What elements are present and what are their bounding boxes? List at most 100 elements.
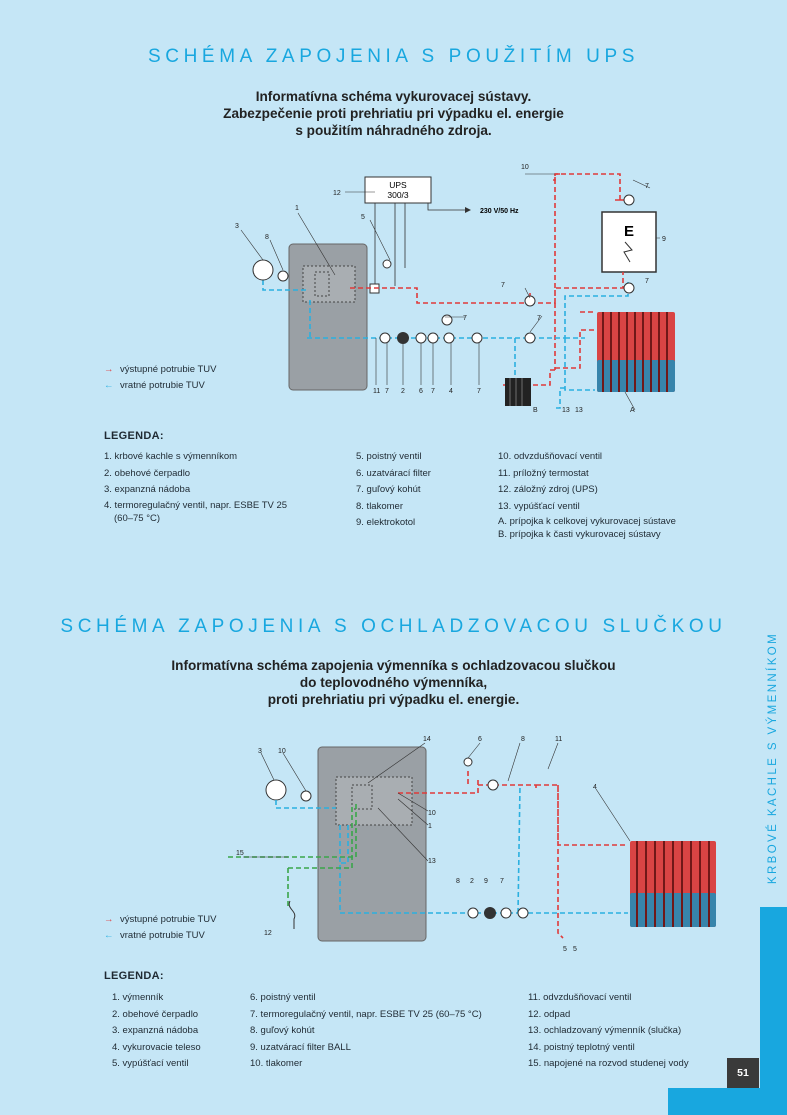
diagram-number: 3 [235,223,239,230]
diagram-number: 4 [449,388,453,395]
legend-item: 9. uzatvárací filter BALL [250,1041,351,1053]
legend-item: 6. uzatvárací filter [356,467,431,479]
svg-text:4: 4 [593,784,597,791]
svg-text:7: 7 [500,878,504,885]
section2-subtitle: Informatívna schéma zapojenia výmenníka … [0,657,787,708]
diagram-number: 1 [295,205,299,212]
pressure-gauge [277,270,289,282]
page-number: 51 [727,1058,759,1088]
diagram-number: 13 [575,407,583,414]
ball-valve [487,779,499,791]
legend-item: (60–75 °C) [114,512,161,524]
ball-valve [379,332,391,344]
legend-col-1: 1. krbové kachle s výmenníkom 2. obehové… [104,449,287,525]
exchanger-tank [317,746,427,942]
legend-item: 1. krbové kachle s výmenníkom [104,451,238,462]
diagram-number: 7 [431,388,435,395]
exchanger-core [314,271,330,297]
legend-item: 12. záložný zdroj (UPS) [498,484,598,496]
legend-col-3b: 11. odvzdušňovací ventil 12. odpad 13. o… [528,990,689,1073]
svg-text:1: 1 [428,823,432,830]
ball-valve [524,295,536,307]
thermo-valve [517,907,529,919]
diagram-number: 7 [645,278,649,285]
legend-item: 7. guľový kohút [356,484,421,496]
ups-label: UPS [389,180,407,190]
legend-item: 3. expanzná nádoba [104,484,191,496]
electric-boiler [601,211,657,273]
flow-legend-2: →výstupné potrubie TUV ←vratné potrubie … [104,914,217,941]
diagram-number: B [533,407,538,414]
ups-box [364,176,432,204]
legend-item: A. prípojka k celkovej vykurovacej sústa… [498,516,676,528]
ball-valve [623,282,635,294]
diagram-number: 7 [385,388,389,395]
svg-text:8: 8 [521,736,525,743]
svg-text:10: 10 [278,748,286,755]
radiator-large [597,312,675,392]
diagram-number: 10 [521,164,529,171]
expansion-tank [265,779,287,801]
corner-block [760,907,787,1115]
svg-text:14: 14 [423,736,431,743]
legend-item: 8. guľový kohút [250,1025,315,1037]
legend-item: 1. výmenník [112,992,164,1003]
legend-item: 15. napojené na rozvod studenej vody [528,1058,689,1070]
diagram-number: 6 [419,388,423,395]
diagram-number: 7 [537,315,541,322]
legend-item: 8. tlakomer [356,500,403,512]
diagram-number: 7 [645,183,649,190]
diagram-number: 8 [265,234,269,241]
subtitle-line: Informatívna schéma vykurovacej sústavy. [255,89,532,104]
legend-title-1: LEGENDA: [104,430,164,442]
ball-valve [467,907,479,919]
thermo-valve [443,332,455,344]
legend-item: B. prípojka k časti vykurovacej sústavy [498,529,661,541]
exchanger-inner [335,776,413,826]
legend-item: 3. expanzná nádoba [112,1025,199,1037]
cooling-loop [351,784,373,810]
ball-valve [427,332,439,344]
diagram-number: 5 [361,214,365,221]
svg-text:12: 12 [264,930,272,937]
corner-block [668,1088,760,1115]
legend-item: 9. elektrokotol [356,517,416,529]
section2-title: SCHÉMA ZAPOJENIA S OCHLADZOVACOU SLUČKOU [60,616,727,637]
radiator [630,841,716,927]
safety-valve [382,259,392,269]
return-label: vratné potrubie TUV [120,380,205,391]
diagram-number: 11 [373,388,380,395]
supply-label: výstupné potrubie TUV [120,914,217,925]
legend-item: 10. odvzdušňovací ventil [498,451,603,462]
legend-item: 5. poistný ventil [356,451,422,462]
filter [500,907,512,919]
svg-text:10: 10 [428,810,436,817]
svg-text:15: 15 [236,850,244,857]
supply-label: výstupné potrubie TUV [120,364,217,375]
circulation-pump [484,907,496,919]
diagram-number: 7 [477,388,481,395]
section1-subtitle: Informatívna schéma vykurovacej sústavy.… [0,88,787,139]
diagram-number: 2 [401,388,405,395]
diagram-number: 7 [501,282,505,289]
legend-item: 5. vypúšťací ventil [112,1058,189,1070]
legend-item: 13. ochladzovaný výmenník (slučka) [528,1025,682,1037]
legend-item: 2. obehové čerpadlo [104,467,191,479]
svg-text:11: 11 [555,736,562,743]
svg-text:13: 13 [428,858,436,865]
diagram-number: 12 [333,190,341,197]
e-box-label: E [624,223,634,240]
svg-text:3: 3 [258,748,262,755]
legend-item: 2. obehové čerpadlo [112,1008,199,1020]
subtitle-line: Informatívna schéma zapojenia výmenníka … [171,658,616,673]
ball-valve [441,314,453,326]
sidebar-tab: KRBOVÉ KACHLE S VÝMENNÍKOM [759,610,787,905]
svg-text:9: 9 [484,878,488,885]
power-label: 230 V/50 Hz [480,208,519,215]
return-label: vratné potrubie TUV [120,930,205,941]
pressure-gauge [300,790,312,802]
section1-title: SCHÉMA ZAPOJENIA S POUŽITÍM UPS [148,46,639,67]
sidebar-label: KRBOVÉ KACHLE S VÝMENNÍKOM [767,631,779,884]
legend-item: 6. poistný ventil [250,992,316,1003]
diagram-number: A [630,407,635,414]
